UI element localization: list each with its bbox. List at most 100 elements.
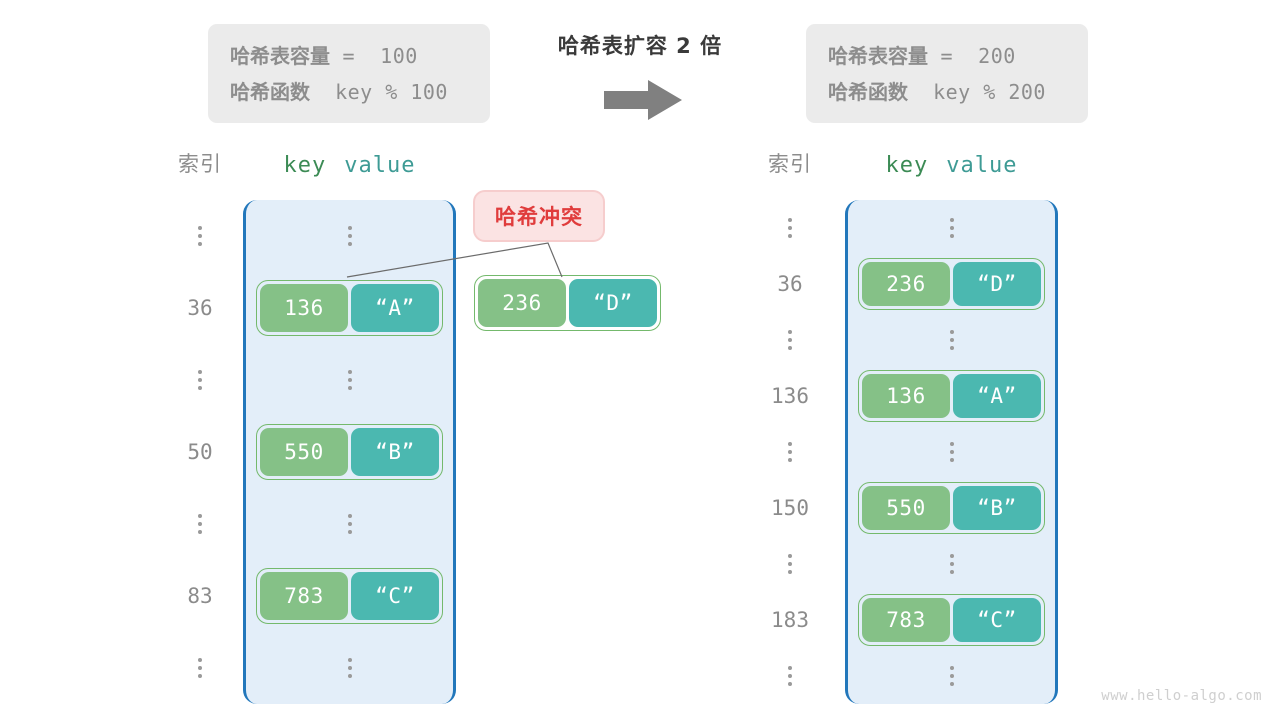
entry-value: “A” — [351, 284, 439, 332]
colliding-entry[interactable]: 236“D” — [474, 275, 661, 331]
index-label: 183 — [771, 608, 809, 632]
entry-value: “B” — [351, 428, 439, 476]
entry-value: “D” — [569, 279, 657, 327]
entry-key: 783 — [862, 598, 950, 642]
bucket-row — [848, 200, 1055, 256]
value-column-header-left: value — [344, 152, 416, 178]
bucket-row: 136“A” — [848, 368, 1055, 424]
bucket-ellipsis-dots — [949, 442, 954, 462]
capacity-value-after: = 200 — [928, 44, 1016, 68]
center-title: 哈希表扩容 2 倍 — [557, 34, 723, 58]
hash-function-line-before: 哈希函数 key % 100 — [230, 76, 468, 105]
index-label: 83 — [187, 584, 213, 608]
bucket-row — [246, 632, 453, 704]
entry-key: 550 — [862, 486, 950, 530]
index-column-header-right: 索引 — [768, 152, 812, 176]
bucket-container-left: 136“A” 550“B” 783“C” — [243, 200, 456, 704]
kv-entry[interactable]: 550“B” — [858, 482, 1045, 534]
bucket-ellipsis-dots — [347, 370, 352, 390]
entry-value: “C” — [351, 572, 439, 620]
index-column-header-left: 索引 — [178, 152, 222, 176]
hash-function-line-after: 哈希函数 key % 200 — [828, 76, 1066, 105]
kv-column-header-right: key value — [845, 148, 1058, 182]
index-ellipsis-dots — [198, 514, 202, 534]
index-ellipsis — [758, 424, 822, 480]
bucket-row: 783“C” — [848, 592, 1055, 648]
bucket-row — [848, 648, 1055, 704]
bucket-row: 550“B” — [246, 416, 453, 488]
index-ellipsis — [758, 648, 822, 704]
bucket-rows-left: 136“A” 550“B” 783“C” — [246, 200, 453, 704]
index-ellipsis-dots — [198, 370, 202, 390]
index-ellipsis — [758, 200, 822, 256]
index-ellipsis — [168, 632, 232, 704]
entry-key: 550 — [260, 428, 348, 476]
kv-entry[interactable]: 236“D” — [474, 275, 661, 331]
key-column-header-right: key — [885, 152, 929, 178]
index-ellipsis-dots — [198, 658, 202, 678]
bucket-row — [246, 200, 453, 272]
hash-function-label-after: 哈希函数 — [828, 80, 908, 104]
index-column-left: 36 50 83 — [168, 200, 232, 704]
hash-function-value-after: key % 200 — [908, 80, 1046, 104]
entry-key: 136 — [260, 284, 348, 332]
index-ellipsis — [168, 200, 232, 272]
bucket-ellipsis-dots — [347, 658, 352, 678]
bucket-row: 783“C” — [246, 560, 453, 632]
capacity-label-after: 哈希表容量 — [828, 44, 928, 68]
index-ellipsis-dots — [788, 666, 792, 686]
index-ellipsis-dots — [788, 442, 792, 462]
capacity-line-after: 哈希表容量 = 200 — [828, 40, 1066, 69]
index-ellipsis — [168, 344, 232, 416]
entry-key: 783 — [260, 572, 348, 620]
kv-column-header-left: key value — [243, 148, 456, 182]
kv-entry[interactable]: 783“C” — [858, 594, 1045, 646]
info-box-before: 哈希表容量 = 100 哈希函数 key % 100 — [208, 24, 490, 123]
value-column-header-right: value — [946, 152, 1018, 178]
entry-value: “A” — [953, 374, 1041, 418]
index-ellipsis-dots — [788, 554, 792, 574]
watermark: www.hello-algo.com — [1101, 688, 1262, 704]
bucket-ellipsis-dots — [347, 226, 352, 246]
index-ellipsis — [758, 536, 822, 592]
kv-entry[interactable]: 136“A” — [256, 280, 443, 336]
hash-function-value-before: key % 100 — [310, 80, 448, 104]
kv-entry[interactable]: 783“C” — [256, 568, 443, 624]
kv-entry[interactable]: 550“B” — [256, 424, 443, 480]
info-box-after: 哈希表容量 = 200 哈希函数 key % 200 — [806, 24, 1088, 123]
index-label: 136 — [771, 384, 809, 408]
bucket-row — [246, 488, 453, 560]
capacity-label-before: 哈希表容量 — [230, 44, 330, 68]
key-column-header-left: key — [283, 152, 327, 178]
capacity-line-before: 哈希表容量 = 100 — [230, 40, 468, 69]
entry-key: 236 — [862, 262, 950, 306]
index-ellipsis — [168, 488, 232, 560]
index-ellipsis-dots — [788, 330, 792, 350]
bucket-ellipsis-dots — [949, 554, 954, 574]
bucket-ellipsis-dots — [949, 218, 954, 238]
index-ellipsis-dots — [198, 226, 202, 246]
bucket-row: 236“D” — [848, 256, 1055, 312]
entry-key: 136 — [862, 374, 950, 418]
bucket-row: 550“B” — [848, 480, 1055, 536]
entry-key: 236 — [478, 279, 566, 327]
index-label: 36 — [777, 272, 803, 296]
bucket-ellipsis-dots — [347, 514, 352, 534]
bucket-rows-right: 236“D” 136“A” 550“B” 783“C” — [848, 200, 1055, 704]
index-ellipsis — [758, 312, 822, 368]
entry-value: “B” — [953, 486, 1041, 530]
bucket-container-right: 236“D” 136“A” 550“B” 783“C” — [845, 200, 1058, 704]
bucket-ellipsis-dots — [949, 330, 954, 350]
right-arrow-icon — [604, 80, 682, 120]
kv-entry[interactable]: 236“D” — [858, 258, 1045, 310]
index-ellipsis-dots — [788, 218, 792, 238]
entry-value: “C” — [953, 598, 1041, 642]
bucket-row — [848, 312, 1055, 368]
kv-entry[interactable]: 136“A” — [858, 370, 1045, 422]
bucket-row: 136“A” — [246, 272, 453, 344]
index-label: 36 — [187, 296, 213, 320]
bucket-row — [848, 536, 1055, 592]
index-label: 50 — [187, 440, 213, 464]
